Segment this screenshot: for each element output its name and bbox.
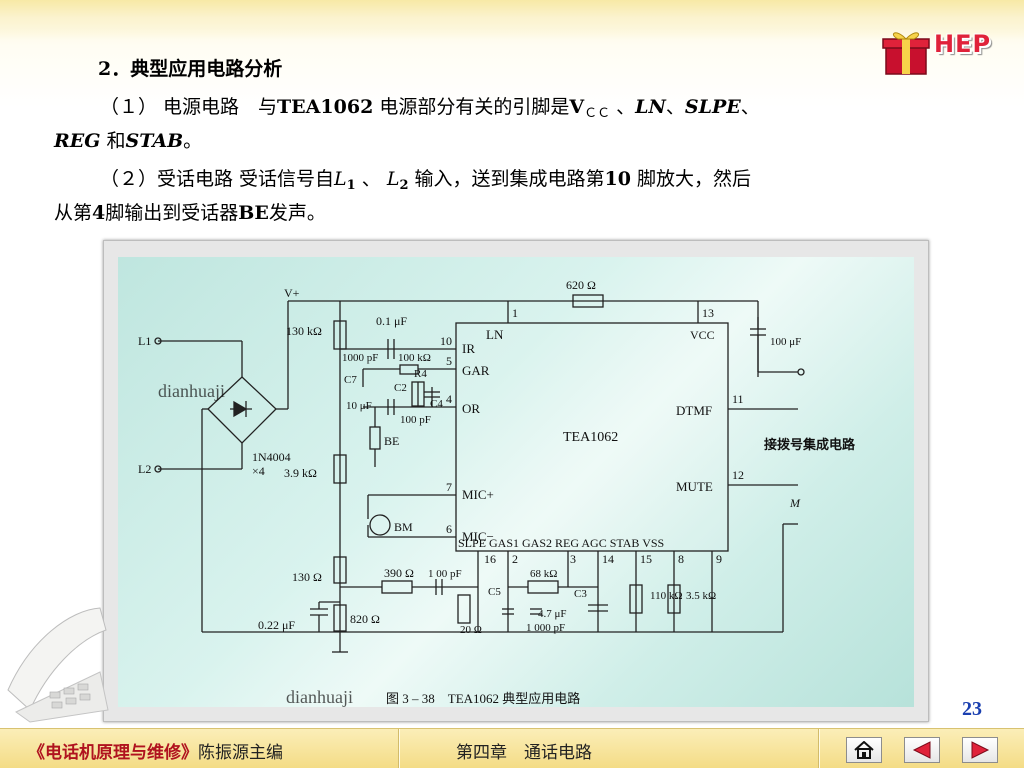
section-heading: 2．典型应用电路分析: [98, 58, 283, 80]
figure-caption: 图 3 – 38 TEA1062 典型应用电路: [386, 691, 580, 706]
pin-num-7: 7: [446, 480, 452, 494]
pin-name-dtmf: DTMF: [676, 403, 712, 418]
c8-value: 4.7 μF: [538, 608, 567, 620]
gift-box-icon: [882, 32, 930, 75]
pin-name-gar: GAR: [462, 363, 490, 378]
triangle-right-icon: [971, 741, 990, 759]
r1-value: 620 Ω: [566, 278, 596, 292]
pin-num-1: 1: [512, 306, 518, 320]
c5-label: C5: [488, 586, 501, 598]
triangle-left-icon: [912, 741, 931, 759]
pin-num-9: 9: [716, 552, 722, 566]
r2-value: 130 kΩ: [286, 324, 322, 338]
r5-value: 3.5 kΩ: [686, 590, 716, 602]
c3-label: C3: [574, 588, 587, 600]
be-label: BE: [384, 434, 399, 448]
telephone-icon: [7, 607, 109, 723]
c8b-value: 1 000 pF: [526, 622, 565, 634]
item1-line1: （１） 电源电路 与TEA1062 电源部分有关的引脚是VＣＣ 、LN、SLPE…: [100, 96, 760, 121]
pin-num-3: 3: [570, 552, 576, 566]
hep-logo-text: HEP: [934, 30, 992, 58]
pin-num-6: 6: [446, 522, 452, 536]
watermark-1: dianhuaji: [158, 381, 225, 401]
pin-num-11: 11: [732, 392, 744, 406]
r12-value: 820 Ω: [350, 612, 380, 626]
chip-label: TEA1062: [563, 430, 618, 445]
pin-name-or: OR: [462, 401, 480, 416]
item1-line2: REG 和STAB。: [54, 130, 203, 152]
r11-value: 130 Ω: [292, 570, 322, 584]
circuit-figure: TEA1062 IR GAR OR MIC+ MIC− 10 5 4 7 6 L…: [118, 257, 914, 707]
r9-value: 20 Ω: [460, 624, 482, 636]
c-100pf-2-value: 1 00 pF: [428, 568, 462, 580]
hep-logo: HEP: [880, 22, 1010, 82]
c-1000pf-value: 1000 pF: [342, 352, 378, 364]
watermark-2: dianhuaji: [286, 687, 353, 707]
c6-value: 0.1 μF: [376, 314, 407, 328]
footer-divider: [398, 729, 400, 768]
bm-label: BM: [394, 520, 413, 534]
c9-value: 0.22 μF: [258, 618, 295, 632]
circuit-diagram: TEA1062 IR GAR OR MIC+ MIC− 10 5 4 7 6 L…: [138, 278, 856, 707]
c4-label: C4: [430, 398, 443, 410]
home-button[interactable]: [846, 737, 882, 763]
diode-count: ×4: [252, 464, 265, 478]
c-100pf-value: 100 pF: [400, 414, 431, 426]
pin-num-13: 13: [702, 306, 714, 320]
pin-num-16: 16: [484, 552, 496, 566]
pin-num-4: 4: [446, 392, 452, 406]
c1-value: 100 μF: [770, 336, 801, 348]
r3-value: 3.9 kΩ: [284, 466, 317, 480]
c2-label: C2: [394, 382, 407, 394]
r6-value: 110 kΩ: [650, 590, 683, 602]
r-100k-value: 100 kΩ: [398, 352, 431, 364]
previous-button[interactable]: [904, 737, 940, 763]
item2-line1: （２）受话电路 受话信号自L1 、 L2 输入，送到集成电路第10 脚放大，然后: [100, 168, 752, 193]
r7-value: 68 kΩ: [530, 568, 557, 580]
pin-name-vcc: VCC: [690, 328, 715, 342]
vplus-label: V+: [284, 286, 300, 300]
chapter-title: 第四章 通话电路: [456, 743, 592, 763]
pin-name-mute: MUTE: [676, 479, 713, 494]
item2-line2: 从第4脚输出到受话器BE发声。: [54, 202, 326, 224]
book-editor: 陈振源主编: [198, 743, 283, 763]
top-band: [0, 0, 1024, 40]
c-10uf-value: 10 μF: [346, 400, 372, 412]
r4-label: R4: [414, 368, 427, 380]
pin-name-ir: IR: [462, 341, 475, 356]
pin-num-5: 5: [446, 354, 452, 368]
pin-num-10: 10: [440, 334, 452, 348]
m-label: M: [789, 496, 801, 510]
l1-label: L1: [138, 334, 151, 348]
footer: 《电话机原理与维修》陈振源主编 第四章 通话电路: [0, 728, 1024, 768]
page-number: 23: [962, 698, 982, 720]
pin-name-ln: LN: [486, 327, 504, 342]
c7-label: C7: [344, 374, 357, 386]
pin-name-mic-minus: MIC−: [462, 529, 494, 544]
pin-num-15: 15: [640, 552, 652, 566]
r8-value: 390 Ω: [384, 566, 414, 580]
pin-num-14: 14: [602, 552, 614, 566]
pin-num-12: 12: [732, 468, 744, 482]
footer-book: 《电话机原理与维修》陈振源主编: [28, 738, 283, 763]
l2-label: L2: [138, 462, 151, 476]
home-icon: [854, 741, 874, 759]
pin-num-2: 2: [512, 552, 518, 566]
book-title: 《电话机原理与维修》: [28, 743, 198, 763]
pin-name-mic-plus: MIC+: [462, 487, 494, 502]
bottom-pin-labels: SLPE GAS1 GAS2 REG AGC STAB VSS: [458, 536, 664, 550]
pin-num-8: 8: [678, 552, 684, 566]
next-button[interactable]: [962, 737, 998, 763]
diode-label: 1N4004: [252, 450, 291, 464]
circuit-figure-frame: TEA1062 IR GAR OR MIC+ MIC− 10 5 4 7 6 L…: [103, 240, 929, 722]
dialer-ic-label: 接拨号集成电路: [764, 437, 856, 452]
footer-divider: [818, 729, 820, 768]
